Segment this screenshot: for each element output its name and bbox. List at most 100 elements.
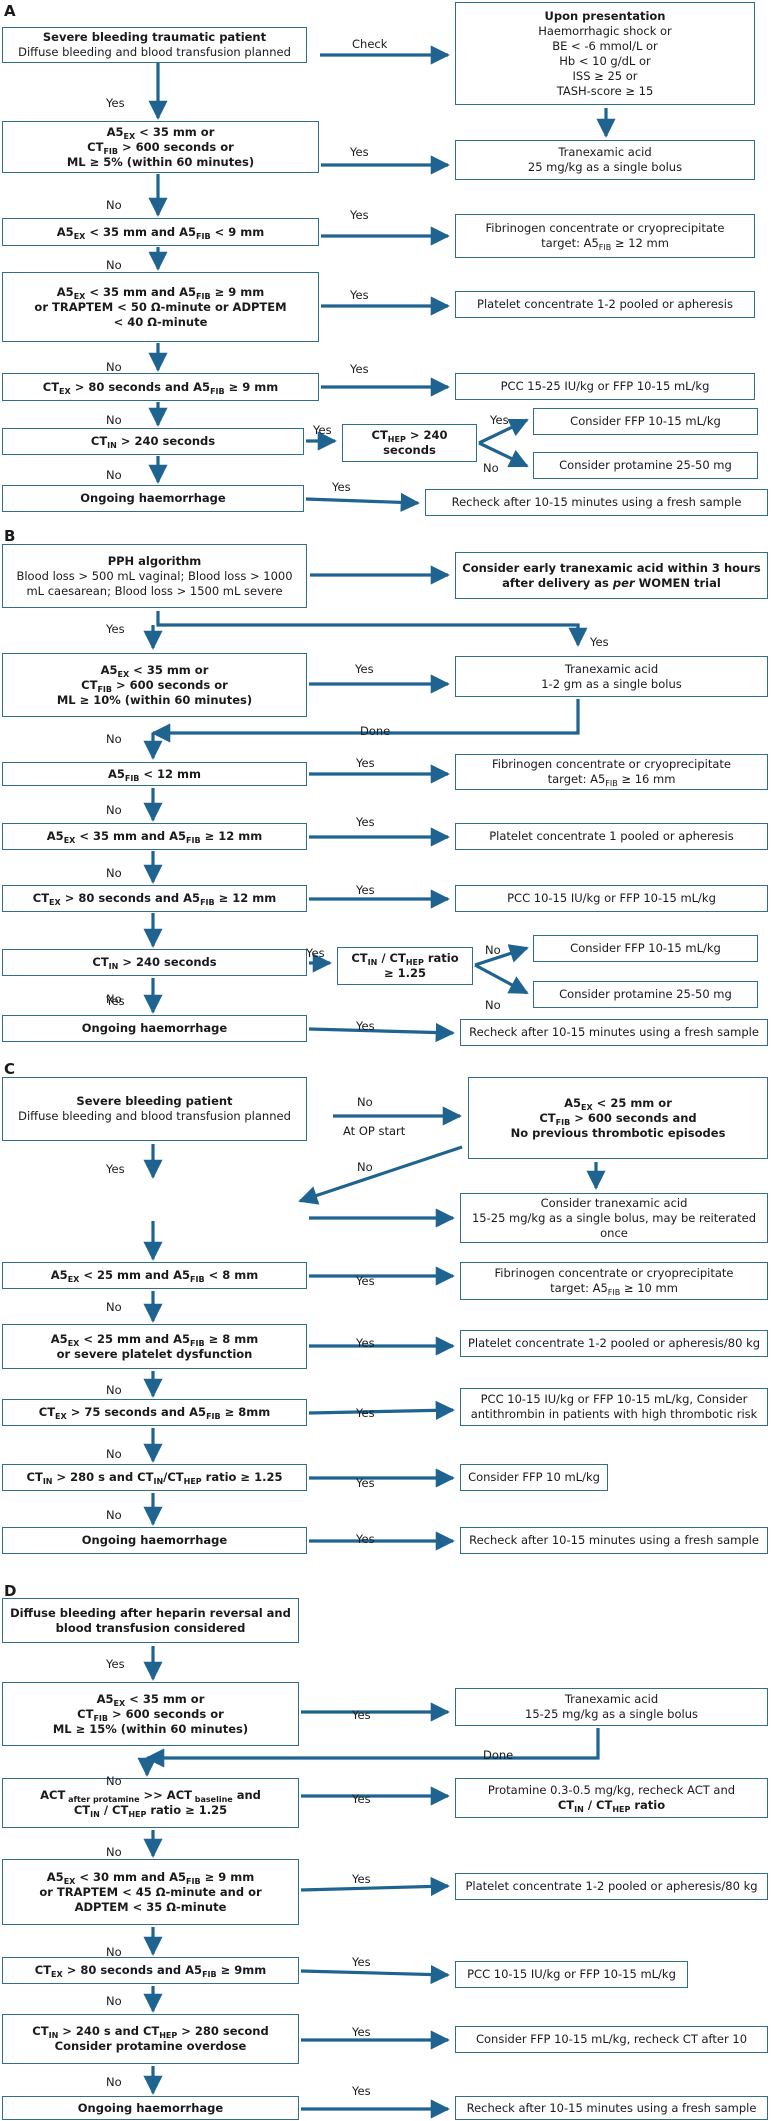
box-line: Diffuse bleeding and blood transfusion p… <box>18 45 291 59</box>
branch-label: Yes <box>352 1708 371 1722</box>
box-line: 15-25 mg/kg as a single bolus, may be re… <box>471 1210 756 1225</box>
box-line: Blood loss > 500 mL vaginal; Blood loss … <box>16 568 293 583</box>
flow-box-b-15: Ongoing haemorrhage <box>2 1015 307 1042</box>
box-line: ISS ≥ 25 or <box>572 68 638 83</box>
box-line: A5EX < 35 mm and A5FIB ≥ 9 mm <box>56 284 265 301</box>
box-line: PCC 15-25 IU/kg or FFP 10-15 mL/kg <box>500 379 710 393</box>
box-line: ADPTEM < 35 Ω-minute <box>74 1899 227 1914</box>
section-letter: C <box>4 1060 16 1078</box>
box-line: CTEX > 80 seconds and A5FIB ≥ 9 mm <box>42 379 279 396</box>
flow-box-a-10: PCC 15-25 IU/kg or FFP 10-15 mL/kg <box>455 373 755 400</box>
box-line: < 40 Ω-minute <box>113 314 208 329</box>
branch-label: No <box>106 1774 122 1788</box>
box-line: CTEX > 80 seconds and A5FIB ≥ 9mm <box>34 1963 267 1979</box>
branch-label: Yes <box>356 1532 375 1546</box>
section-letter: B <box>4 527 16 545</box>
connector-arrow <box>156 611 588 647</box>
box-line: blood transfusion considered <box>55 1620 246 1635</box>
flow-box-d-7: Platelet concentrate 1-2 pooled or apher… <box>455 1873 768 1900</box>
branch-label: No <box>106 1945 122 1959</box>
branch-label: Yes <box>356 1406 375 1420</box>
flow-box-d-8: CTEX > 80 seconds and A5FIB ≥ 9mm <box>2 1957 299 1984</box>
branch-label: No <box>485 943 501 957</box>
branch-label: No <box>483 461 499 475</box>
flow-box-d-12: Ongoing haemorrhage <box>2 2096 299 2120</box>
flow-box-d-5: Protamine 0.3-0.5 mg/kg, recheck ACT and… <box>455 1778 768 1818</box>
flow-box-c-13: Ongoing haemorrhage <box>2 1527 307 1554</box>
box-line: ML ≥ 15% (within 60 minutes) <box>52 1721 249 1736</box>
branch-label: Yes <box>350 208 369 222</box>
section-letter: D <box>4 1582 17 1600</box>
box-line: Protamine 0.3-0.5 mg/kg, recheck ACT and <box>487 1783 736 1797</box>
branch-label: Yes <box>106 994 125 1008</box>
flow-box-c-9: CTEX > 75 seconds and A5FIB ≥ 8mm <box>2 1399 307 1426</box>
flow-box-b-14: Consider protamine 25-50 mg <box>533 981 758 1008</box>
box-line: TASH-score ≥ 15 <box>556 83 654 98</box>
branch-label: Check <box>352 37 388 51</box>
box-line: Consider early tranexamic acid within 3 … <box>462 560 761 575</box>
connector-arrow <box>478 441 529 468</box>
flow-box-a-13: Consider FFP 10-15 mL/kg <box>533 408 758 435</box>
box-line: BE < -6 mmol/L or <box>552 38 658 53</box>
box-line: CTIN / CTHEP ratio <box>351 951 459 967</box>
flow-box-c-10: PCC 10-15 IU/kg or FFP 10-15 mL/kg, Cons… <box>460 1388 768 1426</box>
box-line: CTIN > 240 seconds <box>92 955 217 971</box>
flow-box-b-10: PCC 10-15 IU/kg or FFP 10-15 mL/kg <box>455 885 768 912</box>
box-line: after delivery as per WOMEN trial <box>502 575 721 590</box>
branch-label: No <box>106 732 122 746</box>
branch-label: Yes <box>352 1792 371 1806</box>
box-line: Recheck after 10-15 minutes using a fres… <box>451 495 742 509</box>
branch-label: No <box>106 803 122 817</box>
box-line: antithrombin in patients with high throm… <box>470 1407 758 1421</box>
branch-label: Yes <box>355 662 374 676</box>
box-line: 25 mg/kg as a single bolus <box>527 160 683 174</box>
box-line: CTIN > 240 seconds <box>90 434 216 450</box>
box-line: CTIN > 240 s and CTHEP > 280 second <box>32 2024 269 2040</box>
flow-box-a-14: Consider protamine 25-50 mg <box>533 452 758 479</box>
connector-arrow <box>145 1728 600 1768</box>
flow-box-b-13: Consider FFP 10-15 mL/kg <box>533 935 758 962</box>
box-line: PCC 10-15 IU/kg or FFP 10-15 mL/kg <box>467 1967 676 1981</box>
box-line: Tranexamic acid <box>558 145 652 159</box>
branch-label: Yes <box>590 635 609 649</box>
flow-box-b-5: A5FIB < 12 mm <box>2 762 307 786</box>
box-line: Fibrinogen concentrate or cryoprecipitat… <box>494 1266 734 1280</box>
branch-label: Yes <box>352 1872 371 1886</box>
branch-label: Yes <box>356 1274 375 1288</box>
branch-label: No <box>106 413 122 427</box>
box-line: or TRAPTEM < 50 Ω-minute or ADPTEM <box>34 299 287 314</box>
flow-box-a-5: A5EX < 35 mm and A5FIB < 9 mm <box>2 218 319 246</box>
flow-box-b-11: CTIN > 240 seconds <box>2 949 307 976</box>
box-line: 15-25 mg/kg as a single bolus <box>525 1707 698 1721</box>
branch-label: No <box>357 1160 373 1174</box>
box-line: CTFIB > 600 seconds or <box>81 677 228 694</box>
connector-arrow <box>300 1876 450 1897</box>
box-line: target: A5FIB ≥ 16 mm <box>547 772 676 788</box>
box-line: ACT after protamine >> ACT baseline and <box>40 1788 261 1804</box>
box-line: A5EX < 25 mm and A5FIB < 8 mm <box>50 1268 259 1284</box>
box-line: Upon presentation <box>544 8 666 23</box>
box-line: Platelet concentrate 1-2 pooled or apher… <box>467 1336 761 1350</box>
branch-label: Yes <box>356 1019 375 1033</box>
box-line: PCC 10-15 IU/kg or FFP 10-15 mL/kg, Cons… <box>480 1392 748 1406</box>
box-line: or severe platelet dysfunction <box>56 1346 253 1361</box>
branch-label: No <box>106 1300 122 1314</box>
branch-label: No <box>106 1994 122 2008</box>
branch-label: No <box>106 360 122 374</box>
flow-box-b-9: CTEX > 80 seconds and A5FIB ≥ 12 mm <box>2 885 307 912</box>
section-letter: A <box>4 2 16 20</box>
connector-arrow <box>308 1022 455 1043</box>
branch-label: Yes <box>106 622 125 636</box>
branch-label: Yes <box>352 2084 371 2098</box>
box-line: A5EX < 25 mm and A5FIB ≥ 8 mm <box>50 1331 259 1348</box>
connector-arrow <box>151 699 580 743</box>
box-line: PCC 10-15 IU/kg or FFP 10-15 mL/kg <box>507 891 716 905</box>
box-line: CTIN / CTHEP ratio ≥ 1.25 <box>73 1803 228 1819</box>
box-line: Consider protamine overdose <box>54 2039 247 2053</box>
